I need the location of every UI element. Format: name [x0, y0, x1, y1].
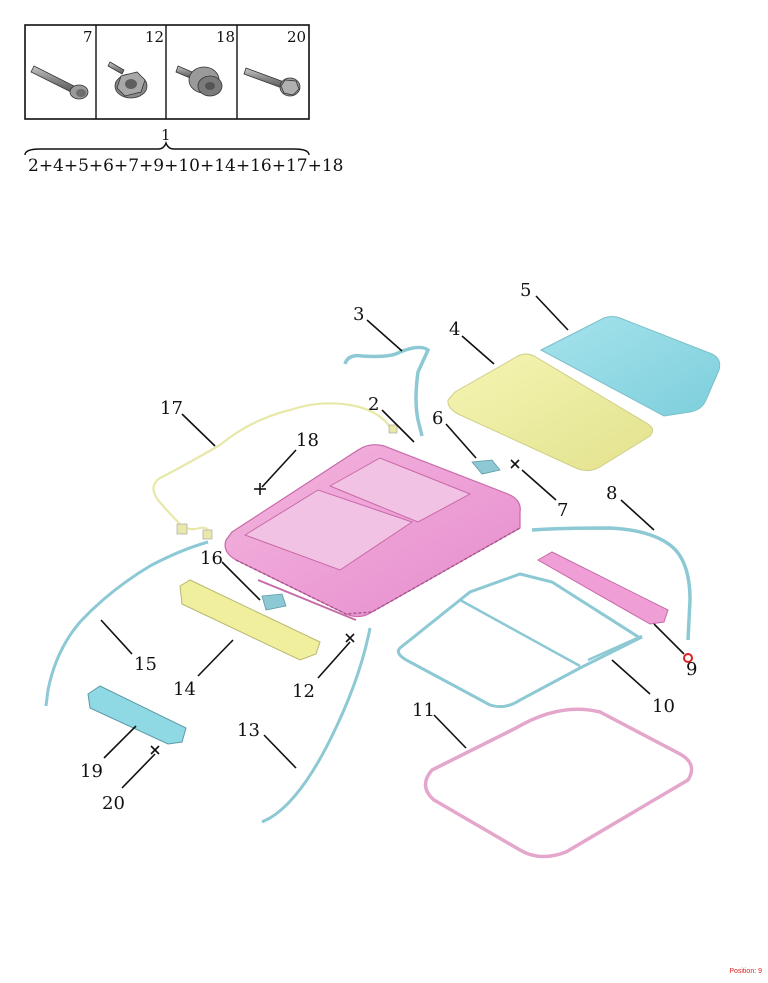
- callout-9: 9: [686, 659, 697, 680]
- fastener-marker-7: [510, 459, 520, 469]
- fastener-marker-12: [345, 633, 355, 643]
- callout-12: 12: [292, 681, 315, 702]
- assembly-formula: 2+4+5+6+7+9+10+14+16+17+18: [28, 156, 344, 176]
- hardware-cell-label-12: 12: [145, 28, 164, 46]
- callout-8: 8: [606, 483, 617, 504]
- sunroof-motor: [471, 459, 501, 475]
- callout-13: 13: [237, 720, 260, 741]
- harness-connector: [202, 529, 213, 540]
- hardware-cell-label-18: 18: [216, 28, 235, 46]
- drain-hose-rear-left: [261, 627, 372, 824]
- drain-hose-front-right: [343, 345, 431, 437]
- hardware-table-border: [24, 24, 310, 120]
- sunroof-control-module: [261, 593, 287, 611]
- callout-10: 10: [652, 696, 675, 717]
- flange-bolt-icon: [243, 67, 301, 97]
- fastener-marker-20: [150, 745, 160, 755]
- callout-5: 5: [520, 280, 531, 301]
- glass-seal: [396, 572, 644, 709]
- callout-16: 16: [200, 548, 223, 569]
- bolt-icon: [30, 65, 89, 100]
- drain-hose-rear-right: [531, 526, 692, 641]
- callout-19: 19: [80, 761, 103, 782]
- fastener-marker-18: [254, 483, 266, 495]
- callout-18: 18: [296, 430, 319, 451]
- hardware-cell-label-7: 7: [83, 28, 93, 46]
- callout-4: 4: [449, 319, 460, 340]
- callout-17: 17: [160, 398, 183, 419]
- callout-7: 7: [557, 500, 568, 521]
- sunroof-wiring-harness: [152, 402, 393, 537]
- callout-11: 11: [412, 700, 435, 721]
- callout-2: 2: [368, 394, 379, 415]
- hardware-table: 7 12 18 20 1 2+: [24, 24, 344, 176]
- leader-lines: [100, 295, 685, 789]
- flange-nut-icon: [107, 61, 148, 99]
- stud-nut-icon: [175, 65, 223, 97]
- assembly-brace: [24, 140, 310, 156]
- rear-deflector: [536, 551, 669, 625]
- outer-seal: [423, 707, 694, 859]
- callout-20: 20: [102, 793, 125, 814]
- sunroof-frame-assembly: [224, 444, 521, 621]
- callout-6: 6: [432, 408, 443, 429]
- wind-deflector: [179, 579, 321, 661]
- hardware-cell-label-20: 20: [287, 28, 306, 46]
- callout-3: 3: [353, 304, 364, 325]
- shade-motor: [87, 685, 187, 745]
- position-indicator: Position: 9: [729, 968, 762, 975]
- callout-14: 14: [173, 679, 196, 700]
- harness-connector: [176, 523, 188, 535]
- drain-hose-front-left: [44, 540, 209, 707]
- front-glass-panel: [447, 353, 654, 472]
- assembly-label: 1: [161, 126, 171, 144]
- highlight-marker: [683, 653, 693, 663]
- harness-connector: [388, 424, 398, 434]
- callout-15: 15: [134, 654, 157, 675]
- rear-glass-panel: [539, 316, 721, 417]
